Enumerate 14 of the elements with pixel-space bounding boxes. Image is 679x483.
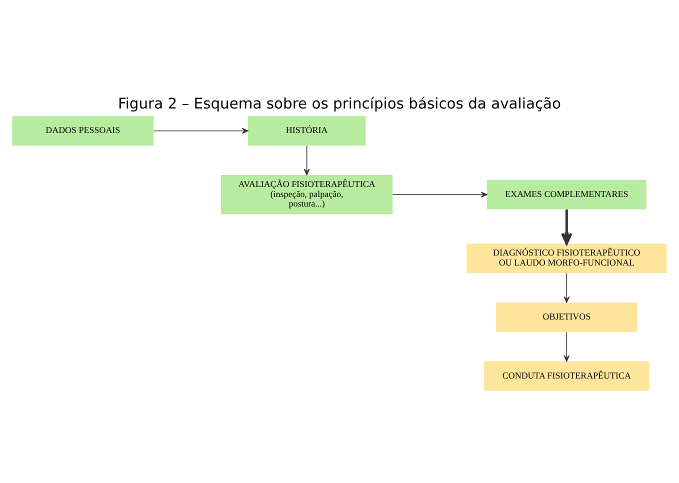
arrow [304, 144, 310, 175]
node-box: AVALIAÇÃO FISIOTERAPÊUTICA (inspeção, palpação, postura...) [221, 174, 393, 214]
node-box: CONDUTA FISIOTERAPÊUTICA [484, 360, 650, 390]
node-box: DIAGNÓSTICO FISIOTERAPÊUTICO OU LAUDO MORFO-FUNCIONAL [466, 243, 667, 273]
arrow [392, 191, 488, 198]
arrow [564, 331, 570, 362]
diagram-title: Figura 2 – Esquema sobre os princípios básicos da avaliação [118, 94, 562, 112]
arrow [153, 127, 248, 134]
node-box: HISTÓRIA [248, 116, 366, 146]
arrow [564, 272, 570, 302]
node-box: EXAMES COMPLEMENTARES [487, 179, 646, 209]
node-box: DADOS PESSOAIS [12, 116, 154, 146]
node-box: OBJETIVOS [496, 302, 638, 332]
arrow [561, 209, 572, 244]
